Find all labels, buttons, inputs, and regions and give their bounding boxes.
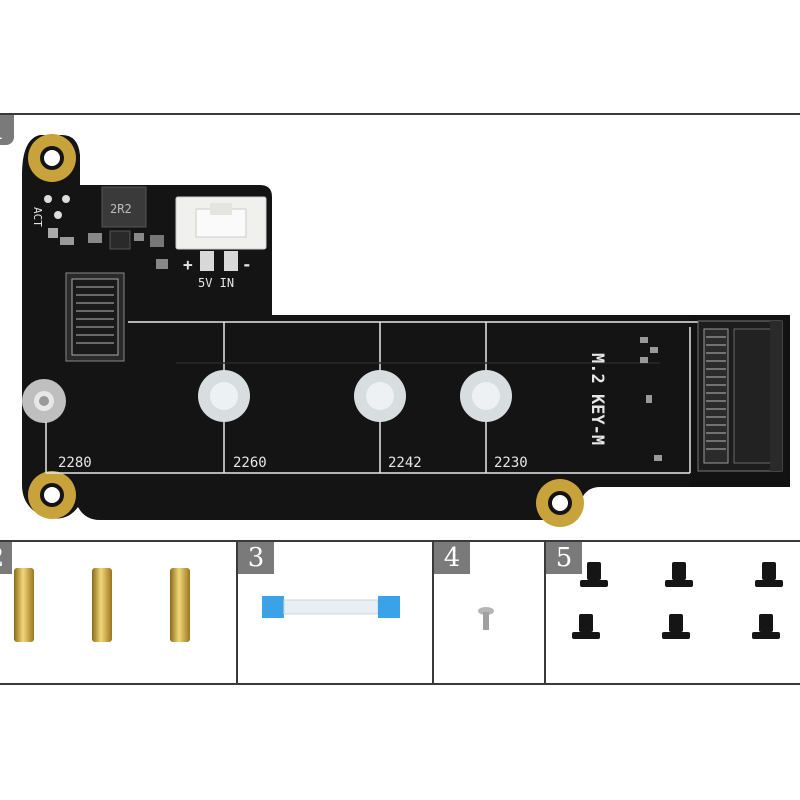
parts-top-border <box>0 540 800 542</box>
size-label-2242: 2242 <box>388 455 422 471</box>
black-screw-5 <box>662 614 690 639</box>
divider-2-3 <box>236 540 238 685</box>
black-screw-1 <box>580 562 608 587</box>
power-label: 5V IN <box>198 276 234 290</box>
ring-2260 <box>198 370 250 422</box>
key-label: M.2 KEY-M <box>587 353 607 445</box>
divider-4-5 <box>544 540 546 685</box>
screw-image <box>478 607 494 630</box>
section-1-badge: 1 <box>0 115 14 146</box>
mounting-hole-bottom-left <box>28 471 76 519</box>
minus-sign: - <box>242 255 252 274</box>
part-5-badge: 5 <box>546 542 582 574</box>
size-label-2280: 2280 <box>58 455 92 471</box>
mounting-hole-top-left <box>28 134 76 182</box>
divider-3-4 <box>432 540 434 685</box>
part-2-badge: 2 <box>0 542 12 574</box>
mounting-hole-left-silver <box>22 379 66 423</box>
size-label-2230: 2230 <box>494 455 528 471</box>
inductor <box>101 186 147 228</box>
part-4-badge: 4 <box>434 542 470 574</box>
mounting-hole-bottom-right <box>536 479 584 527</box>
section-1-top-border <box>0 113 800 115</box>
ring-2242 <box>354 370 406 422</box>
inductor-label: 2R2 <box>110 202 132 216</box>
black-screw-2 <box>665 562 693 587</box>
m2-adapter-board: 2R2 + - 5V IN ACT 2280 2260 2242 2230 <box>22 134 790 527</box>
standoff-3 <box>170 568 190 642</box>
plus-sign: + <box>183 255 193 274</box>
size-label-2260: 2260 <box>233 455 267 471</box>
black-screw-4 <box>572 614 600 639</box>
parts-bottom-border <box>0 683 800 685</box>
standoffs-image <box>14 568 190 642</box>
black-screw-3 <box>755 562 783 587</box>
black-screws-image <box>572 562 783 639</box>
part-3-badge: 3 <box>238 542 274 574</box>
standoff-1 <box>14 568 34 642</box>
ring-2230 <box>460 370 512 422</box>
standoff-2 <box>92 568 112 642</box>
act-label: ACT <box>31 207 44 227</box>
ffc-cable-image <box>262 596 400 618</box>
black-screw-6 <box>752 614 780 639</box>
